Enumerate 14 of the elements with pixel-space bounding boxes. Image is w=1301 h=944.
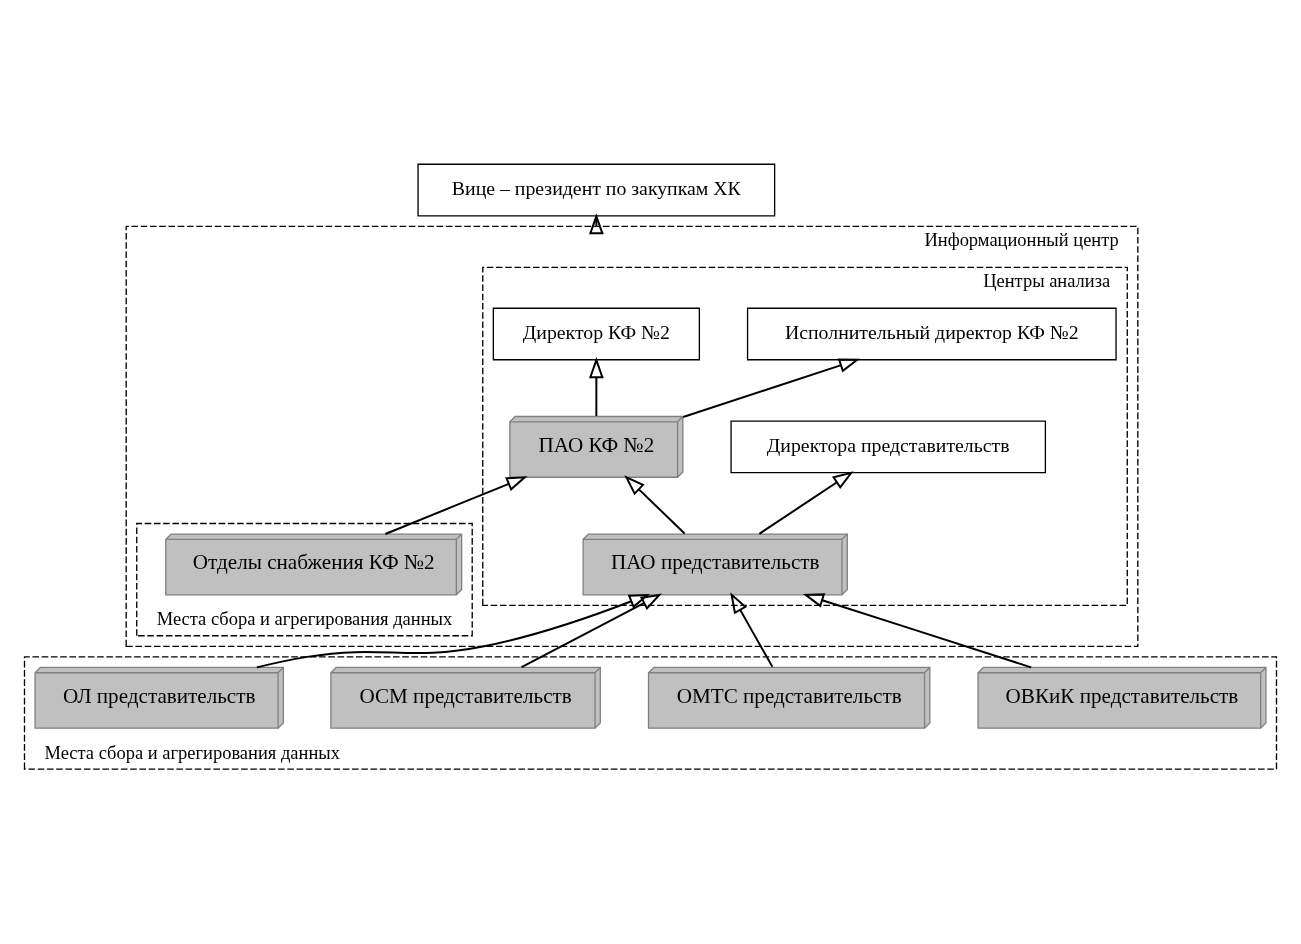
node-box: Вице – президент по закупкам ХК <box>417 163 776 217</box>
arrow <box>624 475 686 535</box>
arrow <box>758 471 854 535</box>
arrow <box>384 476 528 535</box>
arrow <box>255 593 651 669</box>
arrow <box>682 358 861 419</box>
arrow <box>730 592 774 668</box>
node-box: Директор КФ №2 <box>492 307 700 361</box>
arrow <box>520 593 663 669</box>
arrow <box>588 213 604 235</box>
node-box: Исполнительный директор КФ №2 <box>746 307 1117 361</box>
arrow <box>588 357 604 417</box>
arrow <box>802 593 1033 669</box>
node-box: Директора представительств <box>730 420 1047 474</box>
